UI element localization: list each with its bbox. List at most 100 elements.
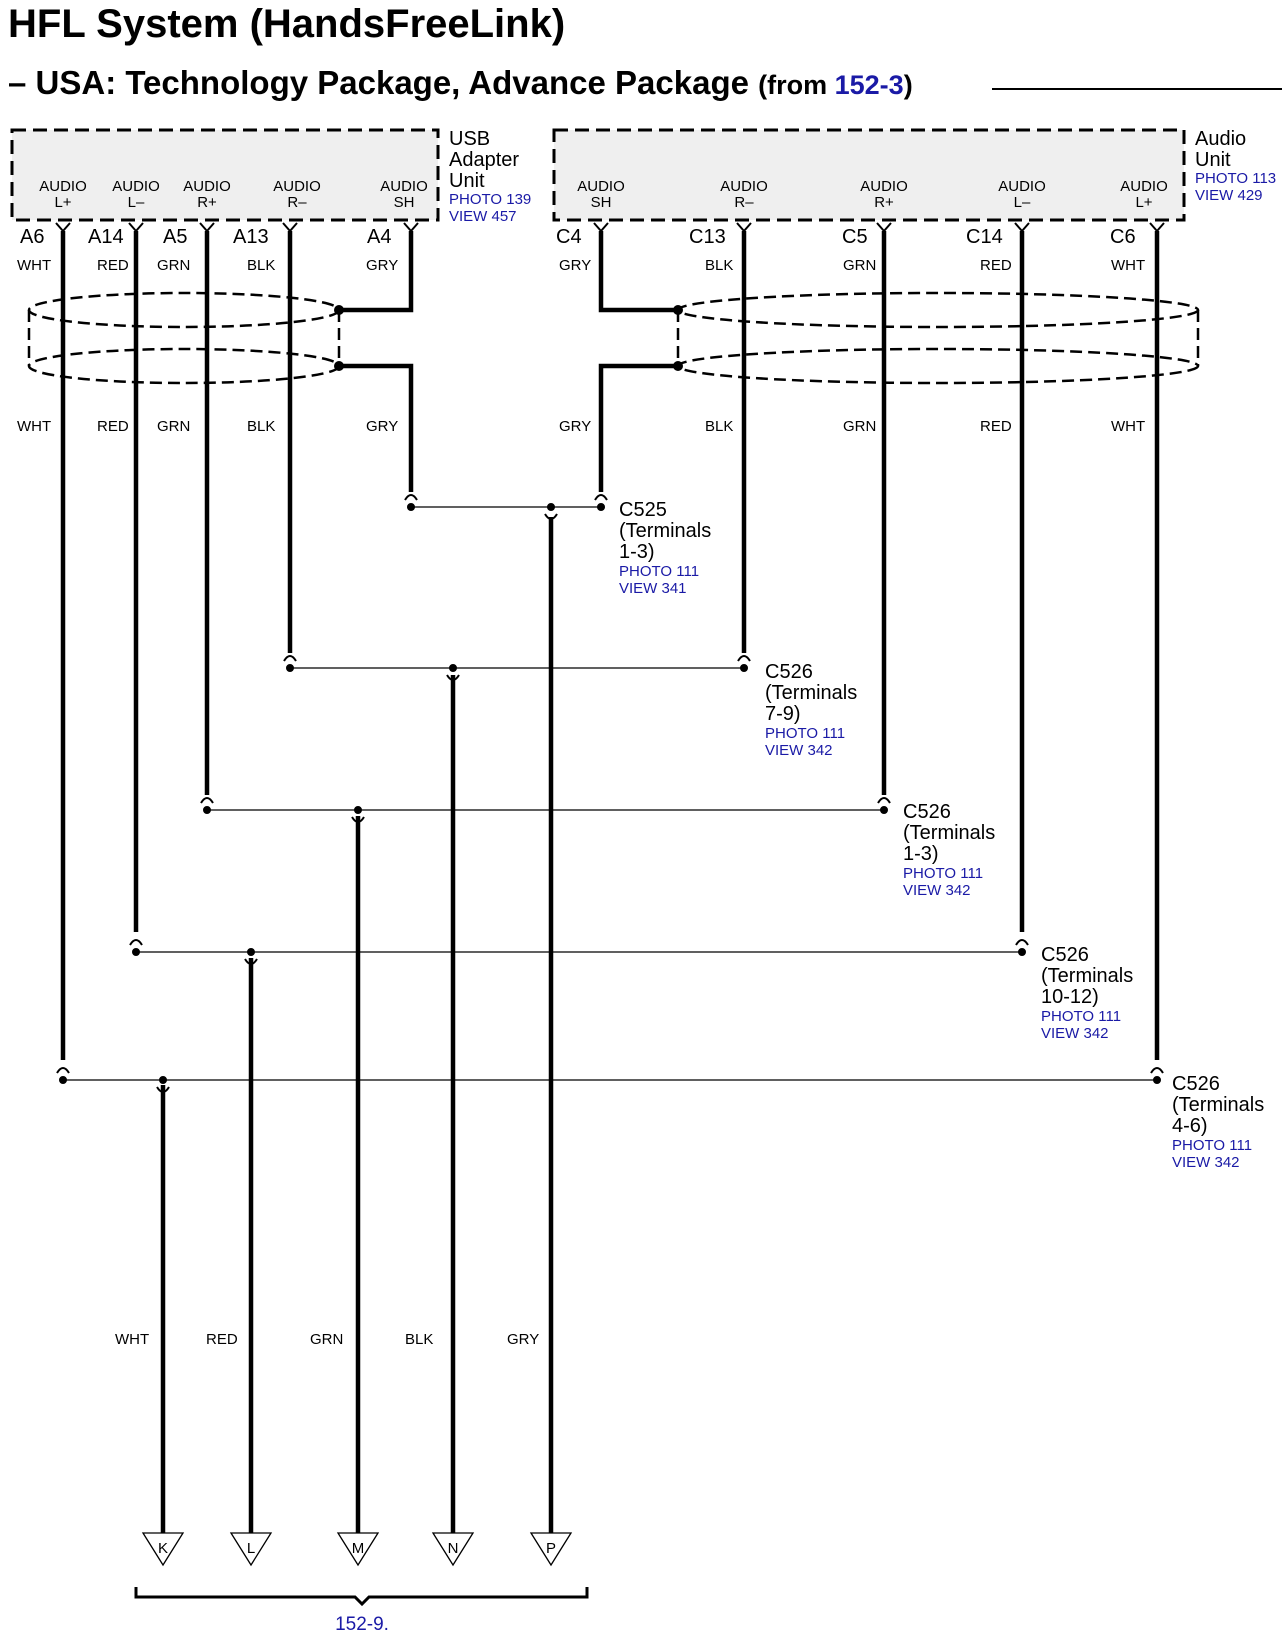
junction-terminals: 1-3) [619,541,655,563]
usb-pin-label: SH [394,194,415,211]
audio-unit-name-1: Audio [1195,128,1246,150]
junction-c526-1-3: C526 (Terminals 1-3) PHOTO 111 VIEW 342 [903,801,995,899]
junction-view-link[interactable]: VIEW 342 [1172,1154,1240,1171]
wire-color: RED [980,257,1012,274]
audio-unit: Audio Unit PHOTO 113 VIEW 429 [552,128,1276,222]
output-wire-colors: WHT RED GRN BLK GRY [115,1331,539,1348]
connector-id: C6 [1110,226,1136,248]
audio-unit-photo-link[interactable]: PHOTO 113 [1195,170,1276,187]
connector-id: C13 [689,226,726,248]
junction-view-link[interactable]: VIEW 341 [619,580,687,597]
audio-pin-label: AUDIO [720,178,768,195]
wire-color: RED [980,418,1012,435]
junction-c525: C525 (Terminals 1-3) PHOTO 111 VIEW 341 [619,499,711,597]
from-page-link[interactable]: 152-3 [834,70,904,100]
usb-unit-photo-link[interactable]: PHOTO 139 [449,191,531,208]
wire-color: RED [97,418,129,435]
output-letter: L [247,1540,255,1557]
wire-color: GRY [559,257,591,274]
junction-view-link[interactable]: VIEW 342 [903,882,971,899]
audio-pin-label: SH [591,194,612,211]
output-wire-color: GRN [310,1331,343,1348]
junction-photo-link[interactable]: PHOTO 111 [1172,1137,1252,1154]
junction-terminals: (Terminals [903,822,995,844]
junction-name: C526 [903,801,951,823]
output-letter: P [546,1540,556,1557]
connector-id: A4 [367,226,391,248]
usb-unit-view-link[interactable]: VIEW 457 [449,208,517,225]
wire-color: GRN [843,418,876,435]
junction-name: C526 [1041,944,1089,966]
wire-colors-top: WHT RED GRN BLK GRY GRY BLK GRN RED WHT [17,257,1145,274]
output-letter: M [352,1540,365,1557]
output-bracket [134,1587,589,1607]
wire-color: WHT [1111,418,1145,435]
audio-pin-label: L– [1014,194,1031,211]
output-wire-color: RED [206,1331,238,1348]
junction-photo-link[interactable]: PHOTO 111 [765,725,845,742]
usb-unit-name-3: Unit [449,170,485,192]
wire-color: WHT [1111,257,1145,274]
continuation-page-link[interactable]: 152-9. [335,1614,389,1635]
connector-id: A6 [20,226,44,248]
connector-id: A13 [233,226,269,248]
wire-color: GRN [843,257,876,274]
connector-id: A5 [163,226,187,248]
junction-name: C525 [619,499,667,521]
junction-terminals: (Terminals [619,520,711,542]
usb-pin-label: AUDIO [39,178,87,195]
audio-pin-labels: AUDIO SH AUDIO R– AUDIO R+ AUDIO L– AUDI… [577,178,1168,211]
junction-name: C526 [765,661,813,683]
usb-pin-label: AUDIO [112,178,160,195]
wire-color: GRY [366,257,398,274]
usb-pin-label: AUDIO [380,178,428,195]
junction-photo-link[interactable]: PHOTO 111 [1041,1008,1121,1025]
thick-wires [60,231,1160,1533]
output-letters: K L M N P [158,1540,556,1557]
connector-ids: A6 A14 A5 A13 A4 C4 C13 C5 C14 C6 [20,226,1136,248]
junction-terminals: 4-6) [1172,1115,1208,1137]
wire-color: BLK [247,418,275,435]
page-title: HFL System (HandsFreeLink) [8,2,566,46]
output-wire-color: GRY [507,1331,539,1348]
connector-lines [63,506,1157,1081]
audio-pin-label: L+ [1135,194,1152,211]
connector-id: C4 [556,226,582,248]
connector-id: A14 [88,226,124,248]
junction-c526-7-9: C526 (Terminals 7-9) PHOTO 111 VIEW 342 [765,661,857,759]
wire-color: WHT [17,257,51,274]
usb-pin-label: R+ [197,194,217,211]
junction-photo-link[interactable]: PHOTO 111 [903,865,983,882]
wire-color: GRY [559,418,591,435]
usb-pin-label: AUDIO [183,178,231,195]
output-wire-color: BLK [405,1331,433,1348]
junction-view-link[interactable]: VIEW 342 [1041,1025,1109,1042]
audio-unit-view-link[interactable]: VIEW 429 [1195,187,1263,204]
junction-terminals: 1-3) [903,843,939,865]
junction-view-link[interactable]: VIEW 342 [765,742,833,759]
usb-pin-label: L+ [54,194,71,211]
connector-id: C5 [842,226,868,248]
usb-pin-label: L– [128,194,145,211]
junction-terminals: 10-12) [1041,986,1099,1008]
page-subtitle: – USA: Technology Package, Advance Packa… [8,64,913,102]
usb-pin-label: R– [287,194,307,211]
junction-terminals: (Terminals [1041,965,1133,987]
subtitle-prefix: – USA: Technology Package, Advance Packa… [8,64,749,101]
output-letter: K [158,1540,168,1557]
audio-pin-label: AUDIO [1120,178,1168,195]
junction-terminals: (Terminals [765,682,857,704]
junction-terminals: (Terminals [1172,1094,1264,1116]
wire-color: WHT [17,418,51,435]
output-arrow-l [229,1532,273,1567]
usb-adapter-unit: USB Adapter Unit PHOTO 139 VIEW 457 [10,128,531,225]
audio-pin-label: AUDIO [860,178,908,195]
junction-c526-4-6: C526 (Terminals 4-6) PHOTO 111 VIEW 342 [1172,1073,1264,1171]
usb-pin-label: AUDIO [273,178,321,195]
connector-markers [56,494,1164,1093]
junction-photo-link[interactable]: PHOTO 111 [619,563,699,580]
wire-colors-mid: WHT RED GRN BLK GRY GRY BLK GRN RED WHT [17,418,1145,435]
output-arrow-p [529,1532,573,1567]
wire-color: RED [97,257,129,274]
